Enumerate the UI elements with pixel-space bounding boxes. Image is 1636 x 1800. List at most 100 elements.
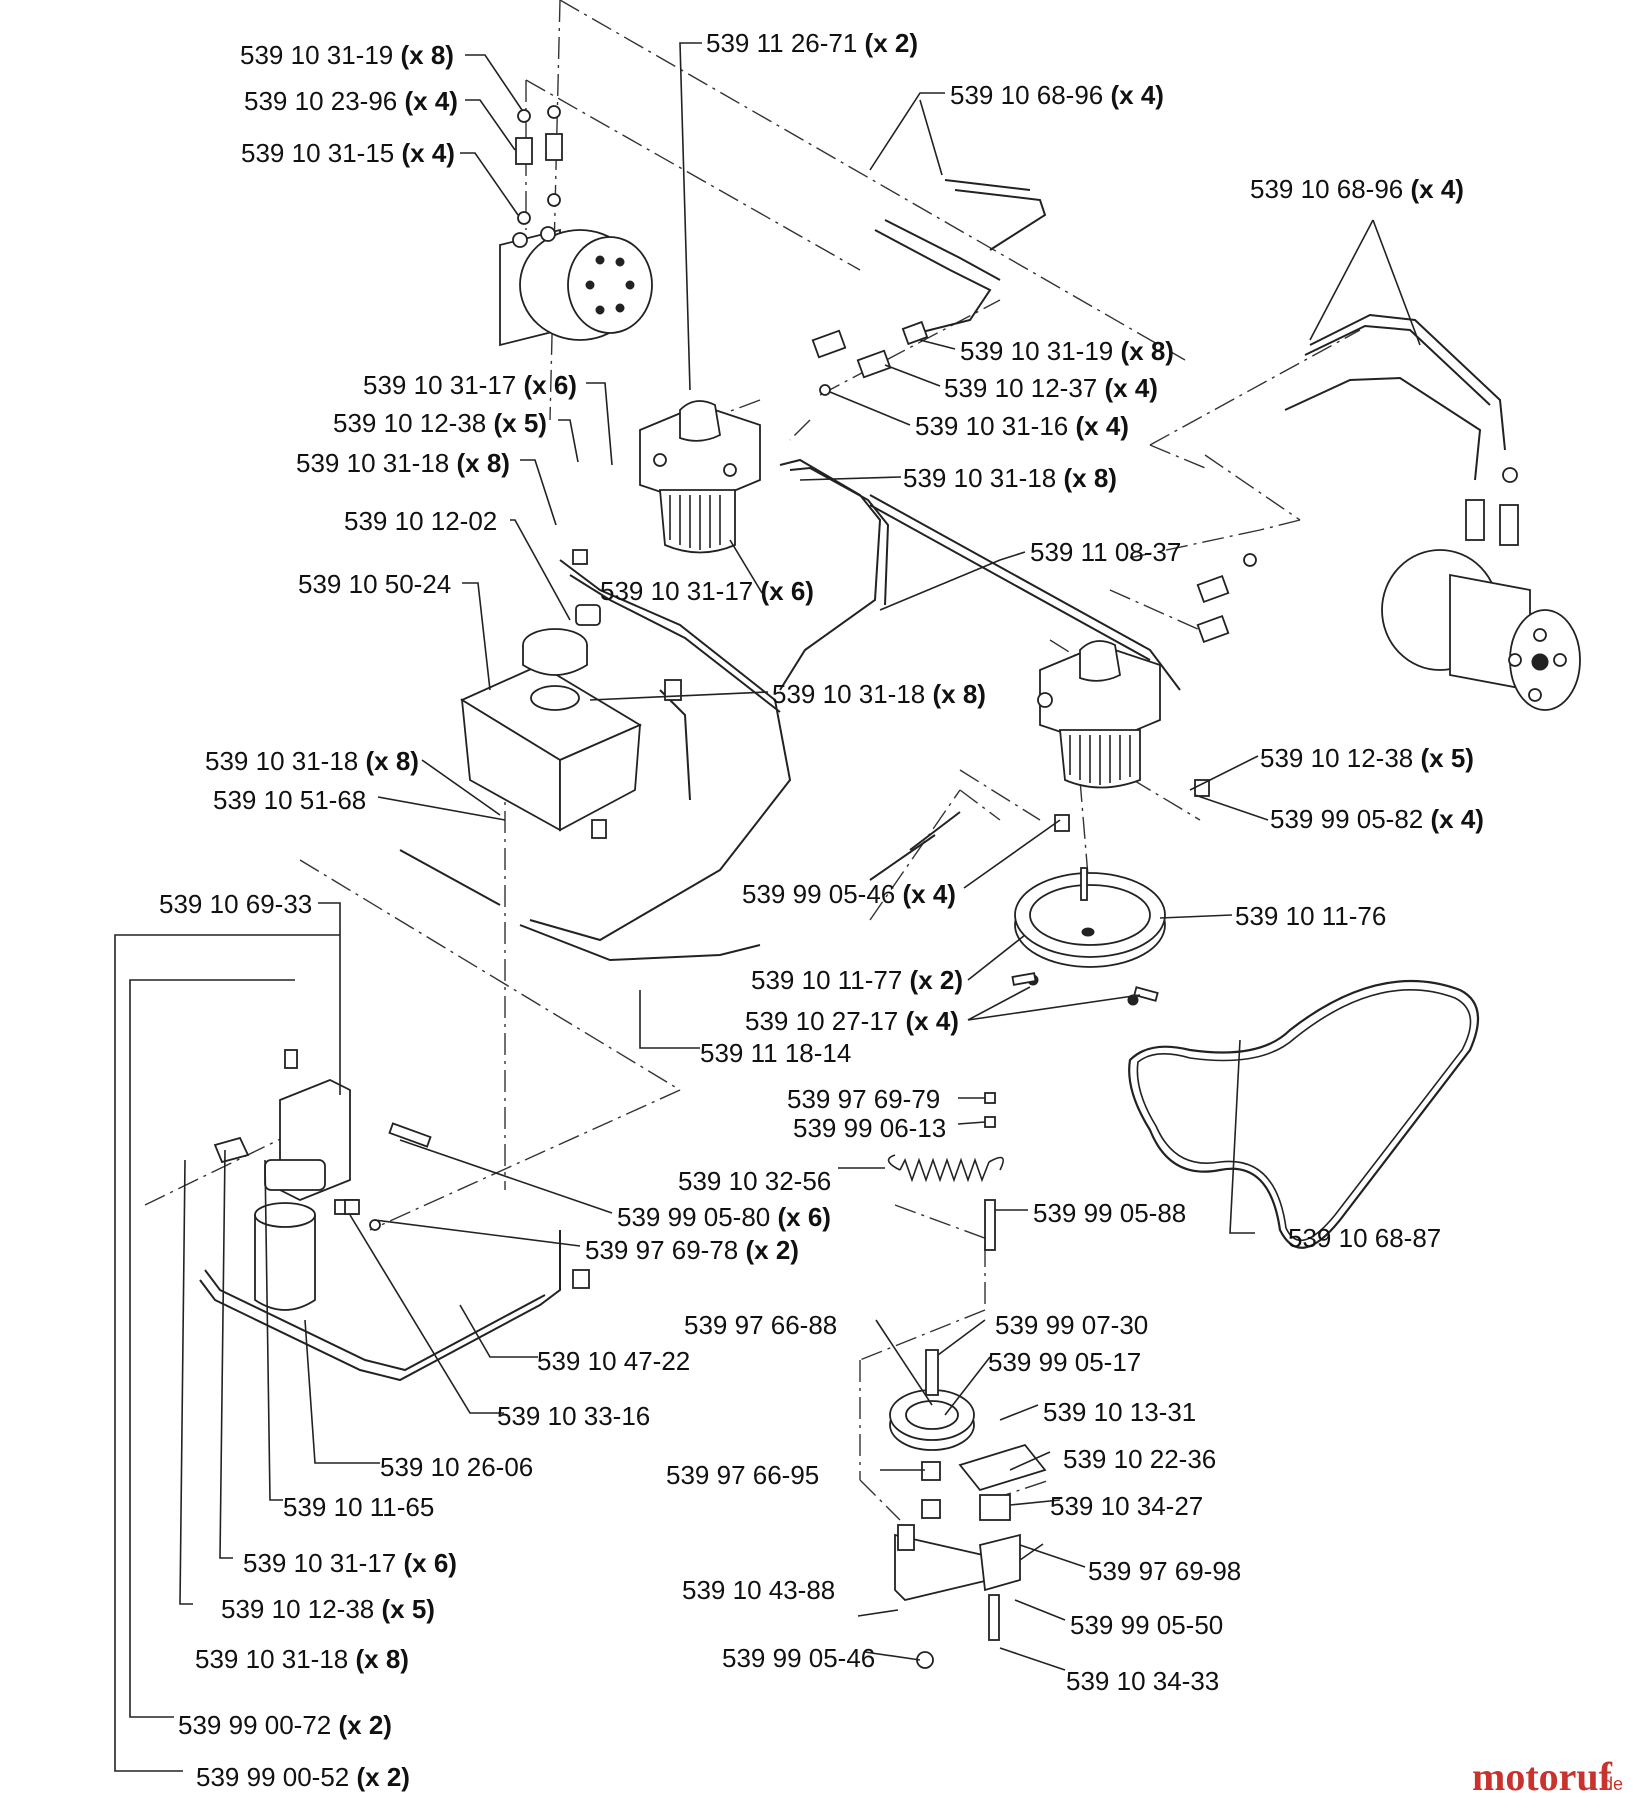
part-number: 539 99 05-50 [1070, 1610, 1223, 1640]
fittings [284, 105, 1519, 1519]
part-number: 539 10 43-88 [682, 1575, 835, 1605]
part-number: 539 11 26-71 [706, 28, 857, 58]
part-label-l33: 539 99 05-88 [1033, 1198, 1186, 1228]
part-number: 539 10 69-33 [159, 889, 312, 919]
hydraulic-lines [199, 179, 1506, 1382]
pulley-main [1014, 867, 1166, 968]
part-quantity: (x 4) [1423, 804, 1484, 834]
part-number: 539 99 05-80 [617, 1202, 770, 1232]
part-quantity: (x 2) [857, 28, 918, 58]
part-label-l46: 539 10 34-27 [1050, 1491, 1203, 1521]
part-number: 539 10 27-17 [745, 1006, 898, 1036]
part-number: 539 10 31-18 [195, 1644, 348, 1674]
part-number: 539 10 31-19 [960, 336, 1113, 366]
part-quantity: (x 5) [1413, 743, 1474, 773]
part-label-l11: 539 10 12-38 (x 5) [333, 408, 547, 438]
part-number: 539 10 50-24 [298, 569, 451, 599]
wheel-motor-right [1381, 549, 1581, 711]
part-number: 539 10 12-38 [333, 408, 486, 438]
part-number: 539 10 51-68 [213, 785, 366, 815]
part-number: 539 99 00-52 [196, 1762, 349, 1792]
part-label-l48: 539 97 69-98 [1088, 1556, 1241, 1586]
part-number: 539 99 00-72 [178, 1710, 331, 1740]
part-label-l13: 539 10 31-18 (x 8) [903, 463, 1117, 493]
part-number: 539 99 05-82 [1270, 804, 1423, 834]
part-number: 539 10 12-38 [1260, 743, 1413, 773]
part-label-l06: 539 10 68-96 (x 4) [1250, 174, 1464, 204]
idler-arm [894, 1443, 1047, 1669]
part-labels: 539 10 31-19 (x 8)539 10 23-96 (x 4)539 … [159, 28, 1484, 1792]
part-number: 539 10 68-96 [1250, 174, 1403, 204]
part-label-l32: 539 99 05-80 (x 6) [617, 1202, 831, 1232]
part-label-l30: 539 99 06-13 [793, 1113, 946, 1143]
part-number: 539 10 31-18 [772, 679, 925, 709]
part-label-l39: 539 99 05-17 [988, 1347, 1141, 1377]
part-label-l01: 539 10 31-19 (x 8) [240, 40, 454, 70]
watermark-tld: .de [1598, 1774, 1623, 1794]
part-quantity: (x 2) [349, 1762, 410, 1792]
part-quantity: (x 6) [753, 576, 814, 606]
part-quantity: (x 8) [348, 1644, 409, 1674]
part-number: 539 10 13-31 [1043, 1397, 1196, 1427]
leader-lines [114, 42, 1421, 1772]
part-number: 539 10 12-02 [344, 506, 497, 536]
watermark-brand: motoruf [1472, 1754, 1613, 1799]
part-number: 539 10 34-33 [1066, 1666, 1219, 1696]
part-label-l52: 539 99 05-46 [722, 1643, 875, 1673]
part-quantity: (x 8) [358, 746, 419, 776]
part-number: 539 10 31-19 [240, 40, 393, 70]
part-quantity: (x 5) [374, 1594, 435, 1624]
hydraulic-tank [460, 628, 642, 839]
part-label-l28: 539 11 18-14 [700, 1038, 851, 1068]
part-number: 539 10 68-96 [950, 80, 1103, 110]
part-quantity: (x 6) [770, 1202, 831, 1232]
part-label-l53: 539 10 31-18 (x 8) [195, 1644, 409, 1674]
part-number: 539 10 32-56 [678, 1166, 831, 1196]
part-quantity: (x 2) [902, 965, 963, 995]
part-label-l31: 539 10 32-56 [678, 1166, 831, 1196]
part-label-l03: 539 10 31-15 (x 4) [241, 138, 455, 168]
part-quantity: (x 4) [1103, 80, 1164, 110]
part-number: 539 99 05-46 [722, 1643, 875, 1673]
part-label-l07: 539 10 31-19 (x 8) [960, 336, 1174, 366]
part-number: 539 97 66-95 [666, 1460, 819, 1490]
part-number: 539 10 31-18 [205, 746, 358, 776]
part-number: 539 10 47-22 [537, 1346, 690, 1376]
part-label-l18: 539 10 31-18 (x 8) [772, 679, 986, 709]
part-label-l21: 539 10 51-68 [213, 785, 366, 815]
part-quantity: (x 8) [925, 679, 986, 709]
part-label-l15: 539 11 08-37 [1030, 537, 1181, 567]
part-number: 539 10 22-36 [1063, 1444, 1216, 1474]
watermark-logo: motoruf .de [1472, 1754, 1623, 1799]
part-quantity: (x 4) [394, 138, 455, 168]
part-label-l25: 539 10 11-76 [1235, 901, 1386, 931]
part-quantity: (x 4) [898, 1006, 959, 1036]
part-label-l45: 539 10 11-65 [283, 1492, 434, 1522]
part-number: 539 10 26-06 [380, 1452, 533, 1482]
part-quantity: (x 5) [486, 408, 547, 438]
part-label-l56: 539 99 00-52 (x 2) [196, 1762, 410, 1792]
part-label-l40: 539 10 33-16 [497, 1401, 650, 1431]
part-label-l14: 539 10 12-02 [344, 506, 497, 536]
hydraulic-pump-lower [1037, 640, 1161, 789]
part-number: 539 10 33-16 [497, 1401, 650, 1431]
part-label-l55: 539 99 00-72 (x 2) [178, 1710, 392, 1740]
part-label-l05: 539 10 68-96 (x 4) [950, 80, 1164, 110]
part-label-l22: 539 99 05-82 (x 4) [1270, 804, 1484, 834]
part-label-l04: 539 11 26-71 (x 2) [706, 28, 918, 58]
part-number: 539 10 31-17 [600, 576, 753, 606]
part-number: 539 10 11-77 [751, 965, 902, 995]
part-number: 539 10 68-87 [1288, 1223, 1441, 1253]
part-number: 539 10 34-27 [1050, 1491, 1203, 1521]
part-number: 539 99 07-30 [995, 1310, 1148, 1340]
part-label-l23: 539 99 05-46 (x 4) [742, 879, 956, 909]
part-label-l43: 539 10 26-06 [380, 1452, 533, 1482]
part-label-l38: 539 10 47-22 [537, 1346, 690, 1376]
wheel-motor-left [499, 226, 653, 347]
part-label-l12: 539 10 31-18 (x 8) [296, 448, 510, 478]
part-label-l37: 539 99 07-30 [995, 1310, 1148, 1340]
part-quantity: (x 8) [393, 40, 454, 70]
part-label-l50: 539 10 12-38 (x 5) [221, 1594, 435, 1624]
part-quantity: (x 4) [1097, 373, 1158, 403]
